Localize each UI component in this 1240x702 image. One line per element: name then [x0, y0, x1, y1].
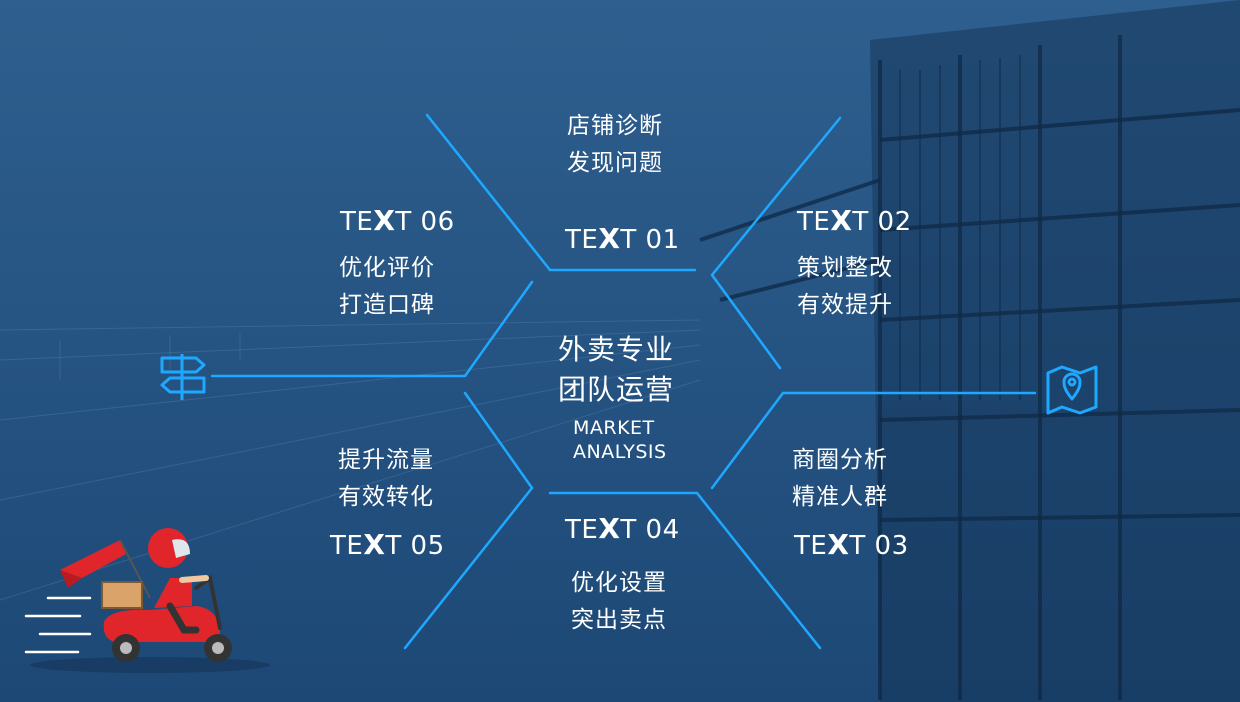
label-part: X	[373, 204, 396, 237]
item-05-desc: 提升流量 有效转化	[338, 442, 434, 516]
label-part: X	[363, 528, 386, 561]
item-01-line2: 发现问题	[567, 150, 663, 176]
center-sub-line2: ANALYSIS	[573, 441, 667, 463]
center-title: 外卖专业 团队运营	[558, 330, 674, 410]
item-06-label: TEXT 06	[340, 204, 455, 237]
item-01-desc: 店铺诊断 发现问题	[567, 108, 663, 182]
item-06-desc: 优化评价 打造口碑	[339, 250, 435, 324]
item-02-label: TEXT 02	[797, 204, 912, 237]
item-03-desc: 商圈分析 精准人群	[792, 442, 888, 516]
label-part: TE	[565, 225, 599, 255]
center-title-line2: 团队运营	[558, 373, 675, 406]
label-part: T 04	[620, 515, 680, 545]
center-title-line1: 外卖专业	[558, 333, 675, 366]
label-part: T 03	[849, 531, 909, 561]
center-subtitle: MARKET ANALYSIS	[573, 416, 667, 464]
item-02-desc: 策划整改 有效提升	[797, 250, 893, 324]
label-part: TE	[794, 531, 828, 561]
item-04-line1: 优化设置	[571, 570, 667, 596]
map-pin-icon	[1046, 365, 1098, 415]
label-part: X	[827, 528, 850, 561]
item-03-label: TEXT 03	[794, 528, 909, 561]
delivery-scooter-icon	[24, 528, 232, 662]
label-part: T 05	[385, 531, 445, 561]
label-part: TE	[797, 207, 831, 237]
label-part: T 02	[852, 207, 912, 237]
item-04-desc: 优化设置 突出卖点	[571, 565, 667, 639]
label-part: X	[830, 204, 853, 237]
label-part: X	[598, 222, 621, 255]
item-01-line1: 店铺诊断	[567, 113, 663, 139]
item-02-line2: 有效提升	[797, 292, 893, 318]
item-04-line2: 突出卖点	[571, 607, 667, 633]
item-03-line1: 商圈分析	[792, 447, 888, 473]
item-03-line2: 精准人群	[792, 484, 888, 510]
item-06-line2: 打造口碑	[339, 292, 435, 318]
item-05-line2: 有效转化	[338, 484, 434, 510]
item-06-line1: 优化评价	[339, 255, 435, 281]
item-05-label: TEXT 05	[330, 528, 445, 561]
label-part: T 01	[620, 225, 680, 255]
label-part: T 06	[395, 207, 455, 237]
label-part: TE	[330, 531, 364, 561]
label-part: X	[598, 512, 621, 545]
center-sub-line1: MARKET	[573, 417, 655, 439]
label-part: TE	[340, 207, 374, 237]
label-part: TE	[565, 515, 599, 545]
item-02-line1: 策划整改	[797, 255, 893, 281]
signpost-icon	[160, 354, 206, 400]
item-01-label: TEXT 01	[565, 222, 680, 255]
item-04-label: TEXT 04	[565, 512, 680, 545]
item-05-line1: 提升流量	[338, 447, 434, 473]
